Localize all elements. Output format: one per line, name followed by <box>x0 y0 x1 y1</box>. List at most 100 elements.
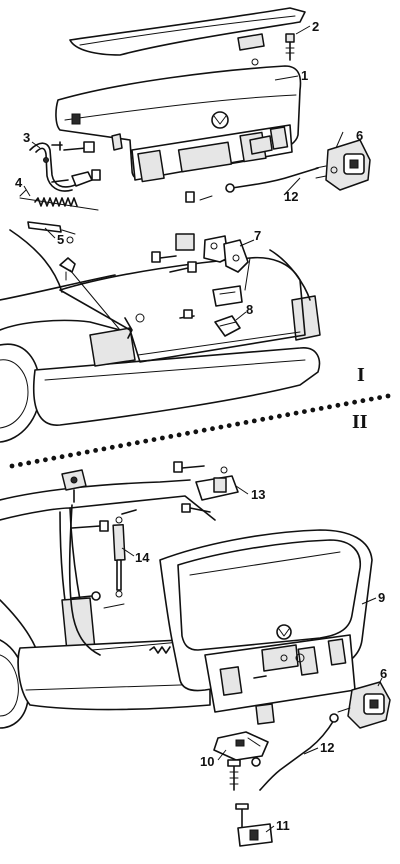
divider-dot <box>377 395 382 400</box>
callout-1: 1 <box>301 68 308 83</box>
tailgate-cutout-1 <box>219 666 243 696</box>
divider-dot <box>327 404 332 410</box>
lock-cylinder <box>315 139 371 191</box>
divider-dot <box>76 451 82 456</box>
callout-6-tailgate: 6 <box>380 666 387 681</box>
divider-dot <box>243 420 249 425</box>
callout-6: 6 <box>356 128 363 143</box>
divider-dot <box>368 396 374 402</box>
tailgate <box>159 529 373 713</box>
hinge-bolt <box>83 141 95 153</box>
divider-dot <box>335 402 341 408</box>
divider-dot <box>235 421 241 427</box>
gas-strut-body <box>112 524 126 561</box>
tailgate-hinge <box>61 461 239 513</box>
section-label-ii: II <box>352 411 368 433</box>
support-rod <box>27 221 76 244</box>
callout-5: 5 <box>57 232 64 247</box>
callout-leaders-i <box>23 25 344 321</box>
lid-emblem <box>211 111 229 129</box>
tail-light-left <box>89 327 136 367</box>
divider-dot <box>260 416 266 422</box>
lid-clip <box>71 113 81 125</box>
trunk-hinge <box>29 141 101 192</box>
divider-dot <box>201 427 207 433</box>
divider-dot <box>185 430 190 436</box>
callout-9: 9 <box>378 590 385 605</box>
divider-dot <box>168 434 174 439</box>
divider-dot <box>352 399 357 405</box>
tailgate-emblem <box>276 624 292 640</box>
tailgate-striker <box>237 823 273 847</box>
lid-cutout-4 <box>269 126 289 150</box>
callout-4: 4 <box>15 175 23 190</box>
divider-dot <box>310 407 316 413</box>
divider-dot <box>43 457 48 463</box>
tailgate-latch <box>213 703 275 831</box>
callout-14: 14 <box>135 550 150 565</box>
callout-10: 10 <box>200 754 214 769</box>
striker-plate <box>179 309 241 337</box>
divider-dot <box>109 444 115 450</box>
callout-2: 2 <box>312 19 319 34</box>
divider-dot <box>268 415 274 421</box>
callout-7: 7 <box>254 228 261 243</box>
divider-dot <box>134 440 140 446</box>
torsion-spring <box>19 189 99 211</box>
divider-dot <box>84 449 90 455</box>
divider-dot <box>26 460 32 466</box>
callout-13: 13 <box>251 487 265 502</box>
callout-12-tailgate: 12 <box>320 740 334 755</box>
divider-dot <box>18 462 23 467</box>
divider-dot <box>101 446 107 452</box>
trunk-lid <box>55 65 302 183</box>
sedan-rear-body <box>0 229 321 443</box>
divider-dot <box>293 410 299 416</box>
divider-dot <box>193 429 199 435</box>
control-rod <box>185 167 319 203</box>
divider-dot <box>210 426 215 432</box>
callout-3: 3 <box>23 130 30 145</box>
lid-bumper <box>111 133 123 151</box>
section-divider <box>9 393 391 469</box>
tailgate-control-rod <box>259 713 339 791</box>
divider-dot <box>93 448 98 453</box>
lid-cutout-2 <box>177 141 233 173</box>
latch-striker <box>212 285 243 307</box>
gas-strut <box>112 509 137 598</box>
divider-dot <box>318 406 324 411</box>
callout-12: 12 <box>284 189 298 204</box>
divider-dot <box>360 398 366 404</box>
latch-assembly <box>151 233 249 307</box>
divider-dot <box>151 437 157 442</box>
latch-block <box>175 233 195 251</box>
divider-dot <box>34 458 40 464</box>
divider-dot <box>126 441 132 447</box>
divider-dot <box>251 418 257 424</box>
divider-dot <box>218 424 224 430</box>
spoiler-bolt-head <box>285 33 295 43</box>
divider-dot <box>226 423 232 428</box>
tailgate-cutout-2 <box>297 646 319 676</box>
divider-dot <box>343 401 349 407</box>
callout-11: 11 <box>276 818 290 833</box>
divider-dot <box>9 463 15 469</box>
tailgate-cutout-3 <box>327 638 347 666</box>
divider-dot <box>59 454 65 460</box>
callout-leaders-ii <box>121 485 383 833</box>
divider-dot <box>302 409 307 414</box>
divider-dot <box>160 435 165 441</box>
wagon-rear-body <box>0 479 216 729</box>
divider-dot <box>277 413 282 419</box>
spoiler-bracket <box>237 33 265 51</box>
rear-spoiler <box>69 7 306 66</box>
divider-dot <box>68 452 73 458</box>
divider-dot <box>51 455 57 461</box>
divider-dot <box>118 443 123 449</box>
tailgate-window <box>177 539 361 651</box>
section-label-i: I <box>357 364 365 386</box>
bracket-small <box>59 257 76 281</box>
callout-8: 8 <box>246 302 253 317</box>
